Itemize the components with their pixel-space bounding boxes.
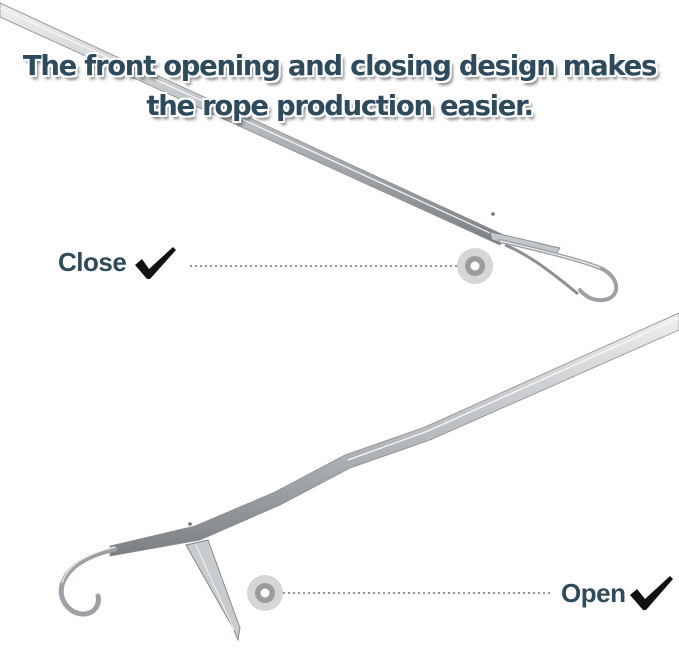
- open-latch-highlight: [195, 544, 235, 631]
- lower-rivet: [188, 522, 192, 526]
- headline: The front opening and closing design mak…: [0, 46, 679, 126]
- lower-shaft-highlight-2: [347, 430, 429, 461]
- lower-shaft-highlight: [427, 317, 679, 432]
- closed-hook-highlight: [499, 240, 601, 269]
- lower-needle-shaft: [109, 312, 679, 557]
- open-latch: [185, 539, 241, 642]
- headline-line-2: the rope production easier.: [146, 90, 534, 122]
- closed-latch-needle: [0, 2, 619, 303]
- open-target-dot-icon: [247, 575, 283, 611]
- open-hook: [58, 546, 118, 617]
- closed-hook-inner: [504, 243, 579, 296]
- headline-line-1: The front opening and closing design mak…: [22, 50, 657, 82]
- upper-shaft-highlight: [0, 7, 504, 240]
- open-hook-highlight: [61, 546, 116, 584]
- checkmark-icon: [135, 247, 176, 279]
- open-label: Open: [561, 578, 626, 608]
- close-label: Close: [58, 247, 127, 277]
- upper-rivet: [491, 212, 495, 216]
- open-latch-needle: [58, 312, 679, 642]
- close-target-dot-icon: [457, 248, 493, 284]
- checkmark-icon: [630, 576, 673, 610]
